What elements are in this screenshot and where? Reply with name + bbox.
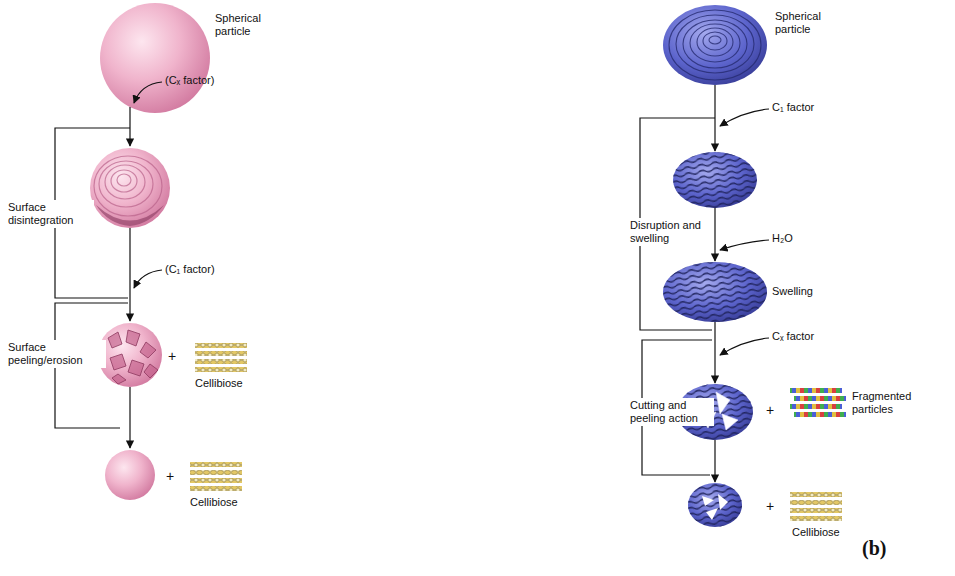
- fragment-icon: [790, 388, 846, 417]
- factor-label: H₂O: [772, 232, 793, 245]
- disrupted-particle: [673, 152, 757, 208]
- product-label: Cellibiose: [195, 377, 243, 390]
- disintegrating-particle: [90, 148, 170, 228]
- plus-sign: +: [166, 468, 174, 485]
- flow-arrow: [714, 208, 715, 261]
- flow-arrow: [714, 440, 715, 482]
- reduced-particle: [688, 483, 742, 527]
- state-label: Swelling: [772, 285, 813, 298]
- flow-arrow: [129, 228, 130, 321]
- cellobiose-icon: [195, 343, 247, 372]
- particle-label: Spherical particle: [775, 10, 835, 36]
- stage-label: Surface disintegration: [6, 200, 94, 228]
- spherical-particle: [100, 3, 210, 113]
- stage-label: Disruption and swelling: [628, 218, 714, 246]
- plus-sign: +: [766, 402, 774, 419]
- factor-label: C₁ factor: [772, 101, 814, 114]
- product-label: Fragmented particles: [852, 390, 924, 416]
- flow-arrow: [714, 322, 715, 383]
- spherical-particle: [663, 5, 767, 85]
- plus-sign: +: [766, 498, 774, 515]
- factor-leader: [720, 109, 769, 126]
- product-label: Cellibiose: [792, 526, 840, 539]
- cellobiose-icon: [190, 462, 242, 491]
- left-flow-lines: [55, 82, 162, 448]
- factor-label: (Cₓ factor): [165, 74, 214, 87]
- plus-sign: +: [168, 348, 176, 365]
- cellobiose-icon: [790, 492, 842, 521]
- flow-arrow: [129, 387, 130, 448]
- factor-leader: [720, 338, 769, 355]
- panel-letter: (b): [862, 536, 886, 560]
- particle-label: Spherical particle: [215, 12, 275, 38]
- factor-label: (C₁ factor): [165, 263, 215, 276]
- factor-leader: [720, 240, 769, 250]
- factor-label: Cₓ factor: [772, 330, 814, 343]
- blue-particle-series: [663, 5, 767, 527]
- factor-leader: [134, 270, 162, 288]
- eroded-particle: [98, 323, 162, 387]
- reduced-particle: [105, 450, 155, 500]
- product-label: Cellibiose: [190, 496, 238, 509]
- stage-label: Cutting and peeling action: [628, 398, 714, 426]
- stage-label: Surface peeling/erosion: [6, 340, 106, 368]
- factor-leader: [134, 82, 162, 103]
- flow-arrow: [129, 107, 130, 146]
- swollen-particle: [663, 262, 767, 322]
